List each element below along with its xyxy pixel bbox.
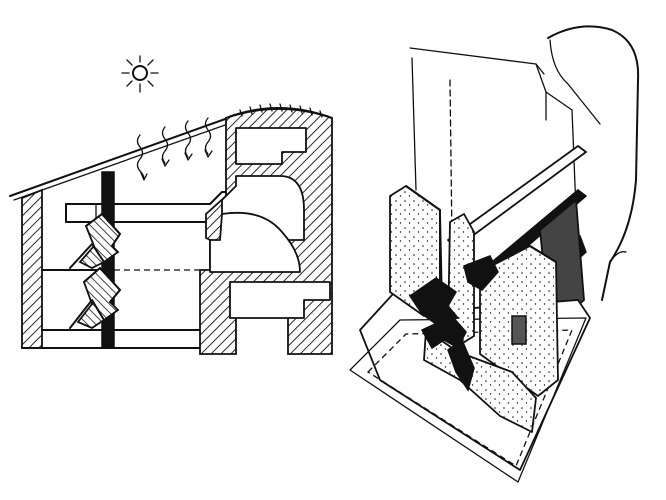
left-wall (21, 188, 43, 349)
axonometric-sketch (340, 0, 666, 500)
stair-upper (69, 212, 122, 270)
tower (547, 25, 640, 301)
roof (9, 117, 229, 201)
floor-slabs (21, 269, 201, 349)
stair-lower (69, 266, 122, 330)
void-forms (408, 255, 499, 392)
sun-icon (121, 55, 159, 93)
heat-wave-arrows (136, 117, 213, 181)
section-sketch (9, 55, 333, 355)
masonry-block (199, 103, 333, 355)
